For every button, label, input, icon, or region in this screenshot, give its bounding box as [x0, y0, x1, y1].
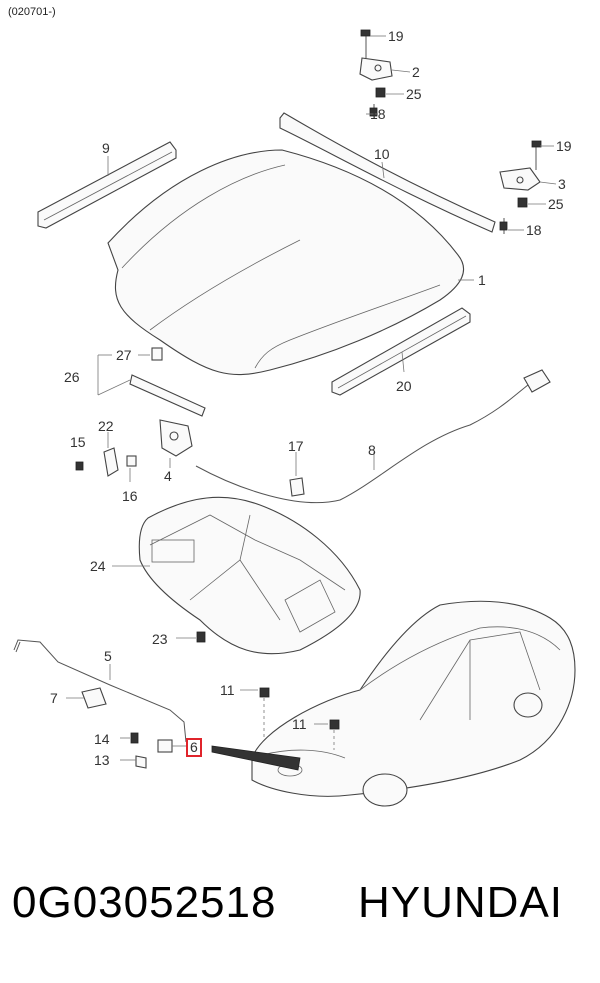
callout-24: 24: [90, 558, 106, 574]
hood-support-rod: [13, 639, 187, 769]
callout-3: 3: [558, 176, 566, 192]
callout-8: 8: [368, 442, 376, 458]
callout-19b: 19: [556, 138, 572, 154]
callout-2: 2: [412, 64, 420, 80]
callout-25a: 25: [406, 86, 422, 102]
callout-7: 7: [50, 690, 58, 706]
callout-16: 16: [122, 488, 138, 504]
hood-latch: [75, 347, 193, 477]
callout-19a: 19: [388, 28, 404, 44]
callout-23: 23: [152, 631, 168, 647]
revision-label: (020701-): [8, 6, 56, 18]
release-cable: [195, 369, 551, 504]
callout-15: 15: [70, 434, 86, 450]
callout-5: 5: [104, 648, 112, 664]
callout-10: 10: [374, 146, 390, 162]
callout-26: 26: [64, 369, 80, 385]
hinge-right: [499, 140, 542, 234]
callout-1: 1: [478, 272, 486, 288]
callout-22: 22: [98, 418, 114, 434]
callout-14: 14: [94, 731, 110, 747]
callout-13: 13: [94, 752, 110, 768]
callout-11b: 11: [292, 716, 307, 732]
callout-17: 17: [288, 438, 304, 454]
callout-20: 20: [396, 378, 412, 394]
hood-panel: [107, 149, 464, 376]
callout-25b: 25: [548, 196, 564, 212]
hood-seal-left: [37, 141, 177, 229]
car-silhouette: [211, 600, 576, 807]
callout-6-highlighted[interactable]: 6: [186, 738, 202, 757]
hood-seal-front: [129, 374, 206, 417]
callout-18b: 18: [526, 222, 542, 238]
callout-18a: 18: [370, 106, 386, 122]
callout-4: 4: [164, 468, 172, 484]
callout-27: 27: [116, 347, 132, 363]
callout-11a: 11: [220, 682, 235, 698]
brand-text: HYUNDAI: [358, 878, 564, 927]
weatherstrip-upper: [279, 112, 496, 233]
hood-insulator-pad: [138, 496, 361, 655]
part-number-text: 0G03052518: [12, 878, 277, 927]
callout-9: 9: [102, 140, 110, 156]
leader-lines: [66, 35, 557, 761]
hinge-left: [359, 29, 393, 118]
